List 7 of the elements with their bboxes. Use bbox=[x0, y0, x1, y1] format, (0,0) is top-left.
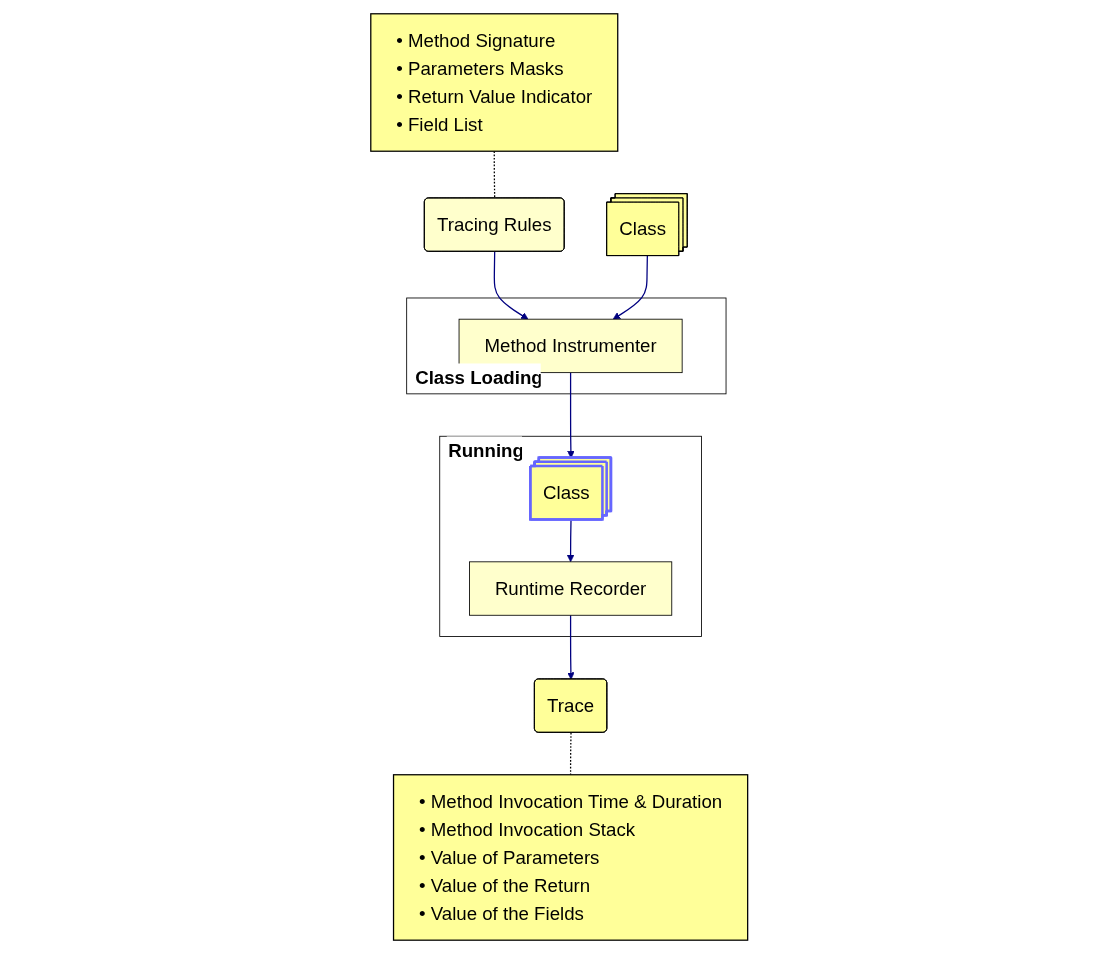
node-box: • Method Signature • Parameters Masks • Return Value Indicator • Field List bbox=[370, 13, 619, 152]
arrow bbox=[613, 255, 649, 320]
arrow bbox=[567, 614, 575, 680]
arrow bbox=[567, 519, 575, 563]
node-box: • Method Invocation Time & Duration • Method Invocation Stack • Value of Parameters • Value of the Return • Value of the Fields bbox=[393, 774, 749, 941]
node-box: Runtime Recorder bbox=[469, 561, 673, 616]
arrow bbox=[493, 251, 529, 320]
